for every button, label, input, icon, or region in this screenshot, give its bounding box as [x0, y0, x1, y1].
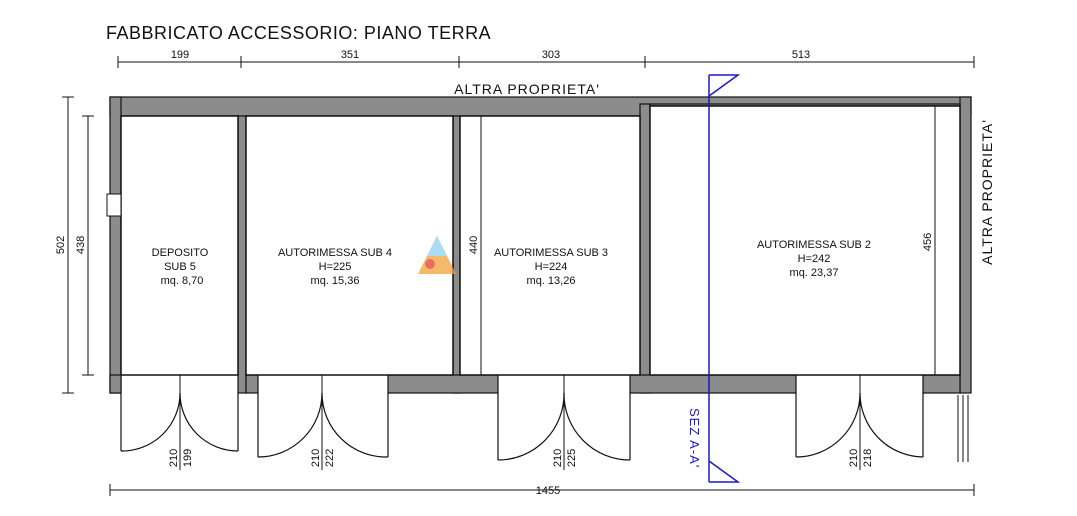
room-3-area: mq. 13,26	[527, 275, 576, 287]
room-1-name: DEPOSITO	[152, 247, 209, 259]
left-dim-inner: 438	[75, 236, 87, 254]
room-1-area: mq. 8,70	[161, 275, 204, 287]
top-dim-4: 513	[792, 49, 810, 61]
sub3-height-dim: 440	[468, 236, 480, 254]
top-dim-2: 351	[341, 49, 359, 61]
section-label: SEZ A-A'	[687, 408, 702, 468]
bottom-dimension-line	[109, 484, 975, 496]
door-dimension-lines	[179, 375, 861, 470]
door-1-height: 199	[182, 449, 194, 467]
room-3-name: AUTORIMESSA SUB 3	[494, 247, 608, 259]
sub2-height-dim: 456	[922, 233, 934, 251]
room-4-area: mq. 23,37	[790, 267, 839, 279]
room-2-name: AUTORIMESSA SUB 4	[278, 247, 392, 259]
top-dim-1: 199	[171, 49, 189, 61]
room-3-height: H=224	[535, 261, 568, 273]
neighbor-right-label: ALTRA PROPRIETA'	[979, 119, 995, 265]
left-dim-outer: 502	[55, 236, 67, 254]
section-line	[708, 74, 741, 483]
top-dim-3: 303	[542, 49, 560, 61]
watermark-logo	[418, 236, 456, 274]
door-swings	[120, 392, 924, 461]
door-3-height: 225	[566, 449, 578, 467]
room-4-name: AUTORIMESSA SUB 2	[757, 239, 871, 251]
right-railing	[957, 395, 969, 462]
room-2-area: mq. 15,36	[311, 275, 360, 287]
room-4-height: H=242	[798, 253, 831, 265]
door-2-width: 210	[310, 449, 322, 467]
left-dimension-lines	[62, 96, 94, 394]
room-2-height: H=225	[319, 261, 352, 273]
bottom-dim: 1455	[536, 485, 560, 497]
door-3-width: 210	[552, 449, 564, 467]
door-4-height: 218	[862, 449, 874, 467]
door-4-width: 210	[848, 449, 860, 467]
neighbor-top-label: ALTRA PROPRIETA'	[454, 81, 600, 97]
left-wall-window	[106, 193, 122, 217]
door-2-height: 222	[324, 449, 336, 467]
top-dimension-line	[117, 56, 975, 68]
door-1-width: 210	[168, 449, 180, 467]
room-1-sub: SUB 5	[164, 261, 196, 273]
plan-title: FABBRICATO ACCESSORIO: PIANO TERRA	[106, 23, 491, 43]
room-interiors	[120, 105, 961, 376]
